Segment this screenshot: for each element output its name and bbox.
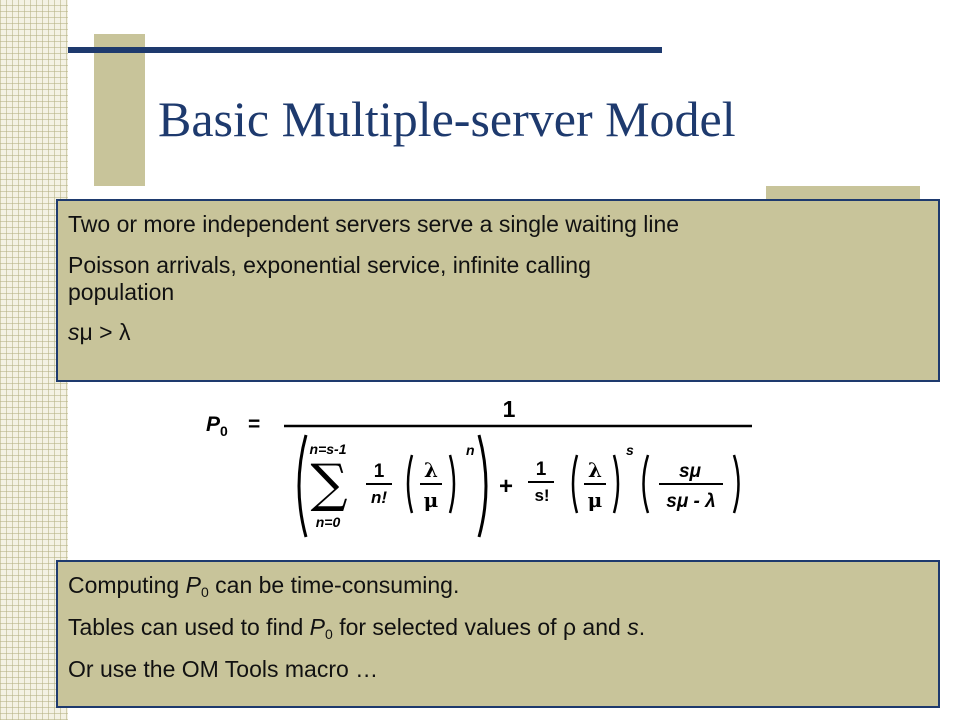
bullet-poisson: Poisson arrivals, exponential service, i… [68, 252, 928, 307]
note-computing-text-b: can be time-consuming. [208, 572, 460, 598]
exponent-s: s [626, 442, 634, 458]
exponent-n: n [466, 442, 475, 458]
sum-upper-limit: n=s-1 [310, 441, 347, 457]
formula-plus: + [499, 473, 513, 500]
bullet-poisson-line1: Poisson arrivals, exponential service, i… [68, 251, 591, 278]
bullet-poisson-line2: population [68, 279, 175, 306]
condition-mu: μ [79, 318, 93, 345]
frac3-numerator: sμ [679, 461, 702, 482]
formula-svg: P0 = 1 n=s-1 ∑ n=0 1 n! λ μ n + 1 s! λ μ… [206, 396, 752, 538]
frac3-denominator: sμ - λ [666, 491, 715, 512]
decorative-vertical-bar [94, 34, 145, 186]
frac1-numerator: 1 [374, 461, 385, 482]
note-tables-period: . [638, 613, 646, 640]
paren3-left [642, 454, 650, 514]
paren2-lambda: λ [588, 458, 602, 482]
note-tables-text-b: for selected values of [332, 613, 563, 640]
assumptions-box: Two or more independent servers serve a … [56, 199, 940, 382]
outer-paren-left [297, 434, 308, 538]
paren1-mu: μ [424, 488, 439, 512]
frac2-numerator: 1 [536, 459, 547, 480]
note-computing-p: P [185, 572, 201, 598]
condition-s: s [68, 318, 80, 345]
note-computing: Computing P0 can be time-consuming. [68, 572, 928, 601]
paren1-left [406, 454, 414, 514]
slide-title: Basic Multiple-server Model [158, 91, 736, 147]
note-tables-text-a: Tables can used to find [68, 613, 310, 640]
condition-gt: > [92, 318, 119, 345]
note-om-tools: Or use the OM Tools macro … [68, 655, 379, 682]
note-tables-rho: ρ [562, 613, 577, 640]
paren3-right [732, 454, 740, 514]
frac1-denominator: n! [371, 488, 387, 507]
paren1-right [448, 454, 456, 514]
bullet-condition: sμ > λ [68, 319, 928, 347]
paren1-lambda: λ [424, 458, 438, 482]
formula-equals: = [248, 413, 260, 436]
paren2-right [612, 454, 620, 514]
sum-lower-limit: n=0 [316, 514, 341, 530]
note-tables-sub: 0 [325, 625, 333, 642]
bullet-servers: Two or more independent servers serve a … [68, 211, 680, 237]
formula-numerator: 1 [503, 396, 516, 422]
paren2-mu: μ [588, 488, 603, 512]
note-tables-p: P [309, 613, 326, 640]
outer-paren-right [477, 434, 488, 538]
notes-box: Computing P0 can be time-consuming. Tabl… [56, 560, 940, 708]
paren2-left [571, 454, 579, 514]
note-computing-sub: 0 [200, 584, 209, 600]
note-tables-text-c: and [576, 613, 628, 640]
note-tables-s: s [627, 613, 639, 640]
condition-lambda: λ [118, 318, 131, 345]
note-tables: Tables can used to find P0 for selected … [68, 614, 928, 643]
p0-formula: P0 = 1 n=s-1 ∑ n=0 1 n! λ μ n + 1 s! λ μ… [196, 393, 776, 553]
note-computing-text-a: Computing [68, 572, 186, 598]
sigma-symbol: ∑ [310, 454, 347, 514]
frac2-denominator: s! [534, 486, 549, 505]
formula-lhs-p: P0 [206, 413, 228, 439]
decorative-title-rule [68, 47, 662, 53]
